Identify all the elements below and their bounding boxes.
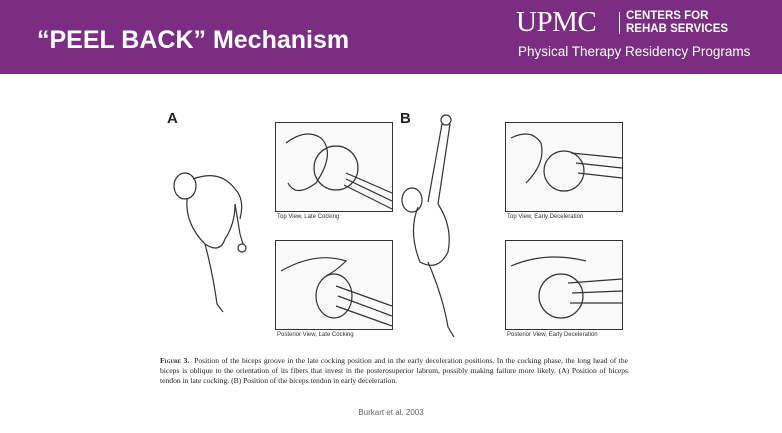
thrower-illustration-b xyxy=(401,114,455,338)
image-top-view-early-deceleration xyxy=(505,122,623,212)
image-posterior-view-early-deceleration xyxy=(505,240,623,330)
logo-brand: UPMC xyxy=(516,6,597,38)
logo-centers: CENTERS FOR REHAB SERVICES xyxy=(626,10,728,36)
caption-a-bottom: Posterior View, Late Cocking xyxy=(277,332,354,338)
panel-label-a: A xyxy=(167,110,178,127)
logo-divider xyxy=(619,12,620,34)
figure-text: Position of the biceps groove in the lat… xyxy=(160,356,628,385)
logo-subtitle: Physical Therapy Residency Programs xyxy=(518,44,751,59)
slide-title: “PEEL BACK” Mechanism xyxy=(37,26,350,54)
caption-b-top: Top View, Early Deceleration xyxy=(507,214,584,220)
citation: Burkart et al. 2003 xyxy=(358,408,424,417)
image-posterior-view-late-cocking xyxy=(275,240,393,330)
logo-line2: REHAB SERVICES xyxy=(626,23,729,35)
figure-label: Figure 3. xyxy=(160,356,190,365)
figure-caption: Figure 3. Position of the biceps groove … xyxy=(160,356,628,386)
slide-header: “PEEL BACK” Mechanism UPMC CENTERS FOR R… xyxy=(0,0,782,74)
panel-label-b: B xyxy=(400,110,411,127)
image-top-view-late-cocking xyxy=(275,122,393,212)
logo-line1: CENTERS FOR xyxy=(626,10,709,22)
thrower-illustration-a xyxy=(173,172,247,313)
biceps-figure: A B Top View, Late Cocking Posterior Vie… xyxy=(160,104,630,396)
caption-a-top: Top View, Late Cocking xyxy=(277,214,340,220)
caption-b-bottom: Posterior View, Early Deceleration xyxy=(507,332,598,338)
